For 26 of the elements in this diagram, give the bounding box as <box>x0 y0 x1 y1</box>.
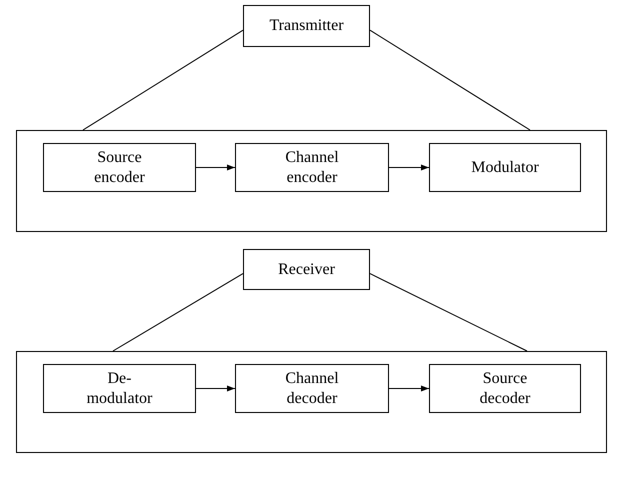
arrow <box>388 386 430 392</box>
process-box <box>243 5 370 47</box>
box-label: Source decoder <box>478 369 532 408</box>
box-label: Channel decoder <box>284 369 340 408</box>
process-box <box>43 364 196 413</box>
arrow <box>388 164 430 170</box>
connector-line <box>370 273 528 352</box>
box-label: Receiver <box>278 260 335 280</box>
group-box <box>16 351 607 453</box>
process-box <box>429 364 581 413</box>
group-box <box>16 130 607 232</box>
arrow <box>196 164 236 170</box>
box-label: Source encoder <box>93 148 146 187</box>
process-box <box>235 143 389 192</box>
box-label: Transmitter <box>269 16 344 36</box>
process-box <box>43 143 196 192</box>
box-label: De- modulator <box>86 369 154 408</box>
process-box <box>243 249 370 290</box>
process-box <box>429 143 581 192</box>
box-label: Modulator <box>471 158 539 178</box>
box-label: Channel encoder <box>284 148 340 187</box>
connector-line <box>112 273 244 352</box>
connector-line <box>370 30 530 130</box>
connector-line <box>82 30 244 130</box>
arrow <box>196 386 236 392</box>
process-box <box>235 364 389 413</box>
